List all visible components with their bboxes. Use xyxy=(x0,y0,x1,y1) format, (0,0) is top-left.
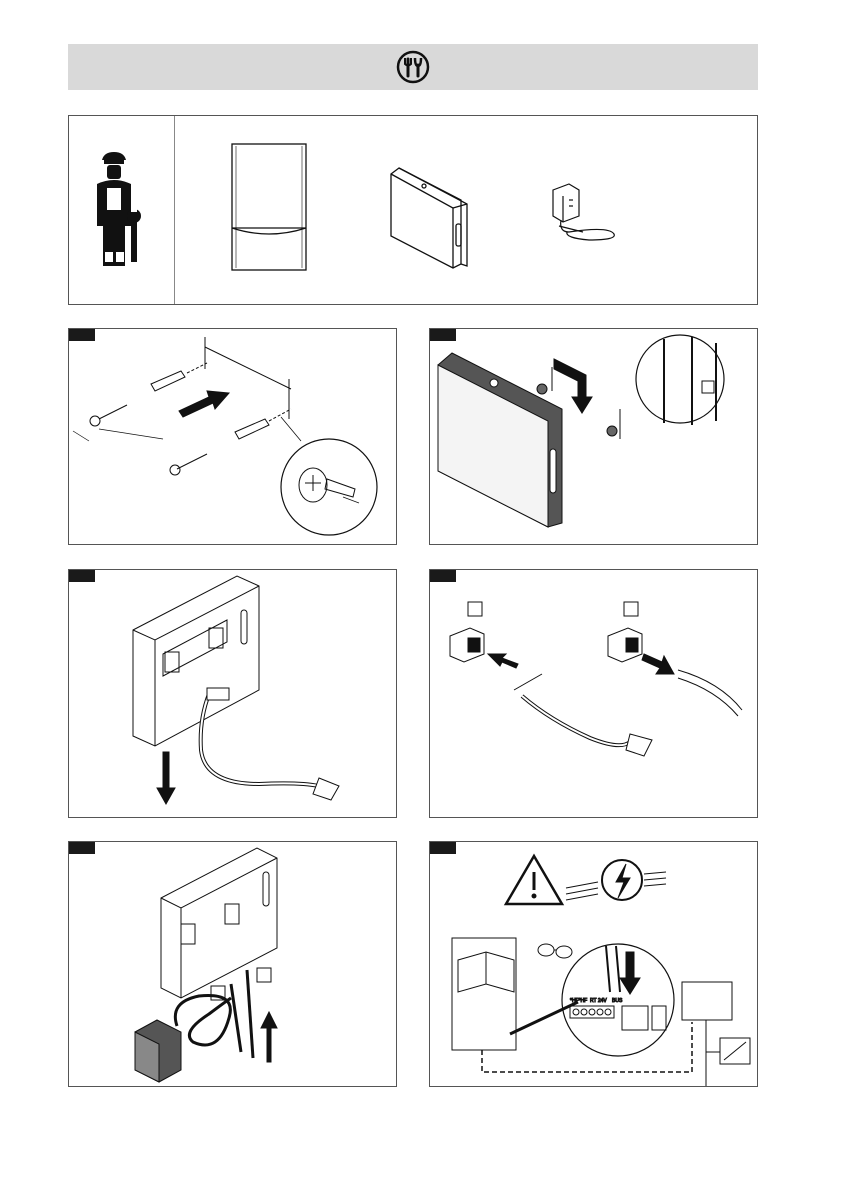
step-panel-3 xyxy=(68,569,397,818)
controller-back-icon xyxy=(161,848,277,998)
tools-icon xyxy=(395,49,431,85)
arrow-up-icon xyxy=(261,1012,277,1062)
manual-icon xyxy=(458,952,514,992)
controller-back-icon xyxy=(133,576,259,746)
step-panel-5 xyxy=(68,841,397,1087)
cable-icon xyxy=(514,670,742,756)
glasses-icon xyxy=(538,944,572,958)
wall-plug-icon xyxy=(151,371,269,439)
step-panel-2 xyxy=(429,328,758,545)
step-panel-6: *HF*HF RT 24V BUS xyxy=(429,841,758,1087)
controller-box-icon xyxy=(438,353,562,527)
step-panel-1 xyxy=(68,328,397,545)
boiler-icon xyxy=(232,144,306,270)
header-bar xyxy=(68,44,758,90)
hook-detail-icon xyxy=(664,337,716,425)
terminal-label-left: *HF*HF xyxy=(570,998,587,1004)
arrow-icon xyxy=(488,654,674,674)
intro-panel xyxy=(68,115,758,305)
arrow-down-icon xyxy=(157,752,175,804)
terminal-label-right: BUS xyxy=(612,998,623,1004)
power-adapter-icon xyxy=(135,995,231,1082)
high-voltage-icon xyxy=(602,860,642,900)
arrow-down-icon xyxy=(554,359,592,413)
technician-icon xyxy=(97,152,141,266)
screw-detail-icon xyxy=(299,468,359,503)
arrow-icon xyxy=(179,391,229,417)
step-panel-4 xyxy=(429,569,758,818)
connector-icon xyxy=(450,628,642,662)
terminal-block-icon: *HF*HF RT 24V BUS xyxy=(570,998,666,1030)
transformer-icon xyxy=(720,1038,750,1064)
cable-icon xyxy=(201,688,339,800)
controller-box-icon xyxy=(391,168,467,268)
power-adapter-icon xyxy=(553,184,614,240)
warning-triangle-icon xyxy=(506,856,562,904)
terminal-label-middle: RT 24V xyxy=(590,998,607,1004)
screw-icon xyxy=(90,405,207,475)
